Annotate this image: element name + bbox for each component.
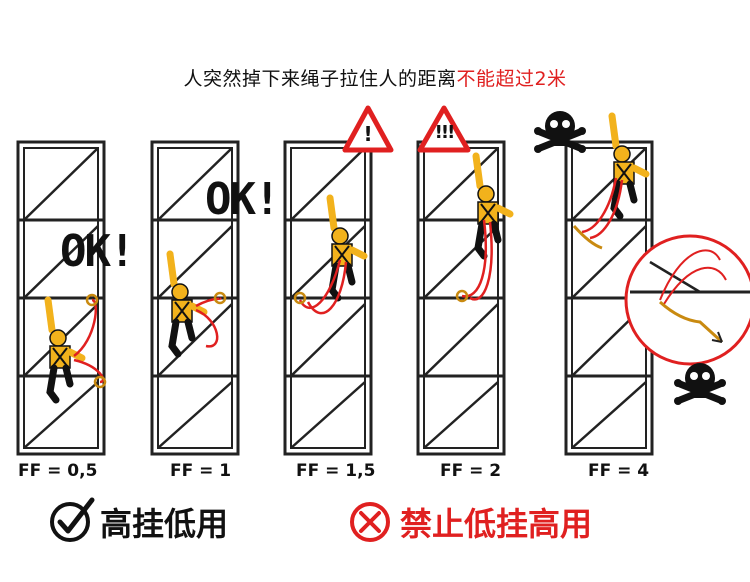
legend-correct-label: 高挂低用 — [100, 505, 229, 543]
ff-label-3: FF = 1,5 — [296, 461, 376, 481]
rope-tension-zoom — [624, 234, 750, 366]
check-circle-icon — [50, 497, 95, 542]
warning-triangle-icon — [417, 105, 471, 153]
ff-label-5: FF = 4 — [588, 461, 650, 481]
warning-mark-2: !!! — [434, 122, 456, 143]
ok-label-1: OK! — [60, 226, 135, 277]
worker-5 — [572, 116, 646, 250]
headline-accent: 不能超过2米 — [456, 68, 567, 90]
ok-label-2: OK! — [205, 174, 280, 225]
x-circle-icon — [350, 502, 390, 542]
worker-3 — [293, 198, 364, 315]
ff-label-2: FF = 1 — [170, 461, 232, 481]
scaffold-tower-1 — [16, 140, 106, 456]
warning-triangle-icon — [342, 105, 394, 153]
skull-crossbones-icon — [534, 111, 586, 153]
ff-label-1: FF = 0,5 — [18, 461, 98, 481]
ff-label-4: FF = 2 — [440, 461, 502, 481]
scaffold-tower-3 — [283, 140, 373, 456]
legend-correct: 高挂低用 — [92, 500, 228, 544]
warning-mark-1: ! — [363, 122, 373, 146]
headline-main: 人突然掉下来绳子拉住人的距离 — [183, 68, 457, 90]
skull-crossbones-icon — [674, 363, 726, 405]
legend-forbidden-label: 禁止低挂高用 — [400, 505, 593, 543]
worker-2 — [170, 254, 227, 354]
legend-forbidden: 禁止低挂高用 — [392, 500, 592, 544]
worker-1 — [48, 293, 107, 400]
headline: 人突然掉下来绳子拉住人的距离不能超过2米 — [0, 64, 750, 91]
worker-4 — [455, 156, 510, 303]
